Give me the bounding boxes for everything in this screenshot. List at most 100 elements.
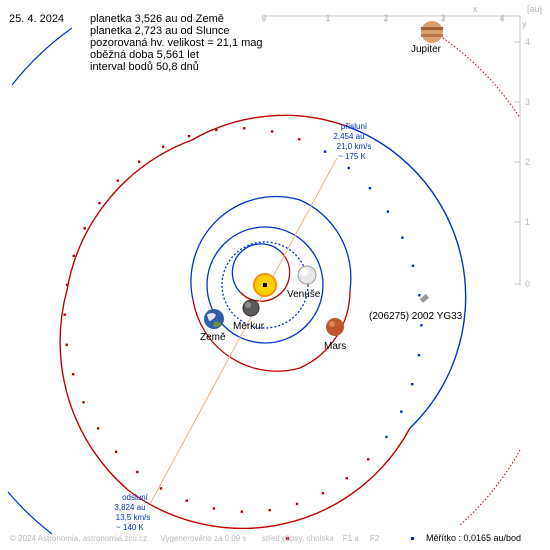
orbit-point xyxy=(268,508,271,512)
orbit-point xyxy=(345,477,348,480)
earth-distance: planetka 3,526 au od Země xyxy=(90,13,224,25)
orbit-point xyxy=(368,187,372,190)
x-tick-0: 0 xyxy=(261,13,266,23)
y-tick-0: 0 xyxy=(525,279,530,289)
orbit-point xyxy=(240,510,243,513)
perihelion-title: přísluní xyxy=(341,122,368,131)
orbit-point xyxy=(417,354,421,357)
orbit-points xyxy=(63,127,423,513)
axes xyxy=(263,15,521,286)
magnitude: pozorovaná hv. velikost = 21,1 mag xyxy=(90,37,263,49)
orbit-point xyxy=(298,138,301,141)
orbit-point xyxy=(65,343,68,346)
y-tick-2: 2 xyxy=(525,157,530,167)
mars-label: Mars xyxy=(324,341,346,352)
orbit-point xyxy=(187,134,191,138)
jupiter-orbit xyxy=(7,27,521,535)
orbit-point xyxy=(161,145,165,148)
orbit-point xyxy=(367,458,370,461)
mercury-label: Merkur xyxy=(233,321,265,332)
orbit-point xyxy=(243,127,246,130)
mars xyxy=(326,318,344,336)
orbit-point xyxy=(215,128,218,132)
footer: © 2024 Astronomia, astronomia.zcu.cz Vyg… xyxy=(10,534,379,543)
center-marker xyxy=(286,537,289,540)
copyright: © 2024 Astronomia, astronomia.zcu.cz xyxy=(10,534,148,543)
earth xyxy=(204,309,224,329)
orbit-point xyxy=(400,410,403,413)
orbit-point xyxy=(411,383,414,386)
point-interval: interval bodů 50,8 dnů xyxy=(90,61,199,73)
jupiter-label: Jupiter xyxy=(411,44,442,55)
x-tick-2: 2 xyxy=(383,13,388,23)
venus xyxy=(297,265,317,285)
orbit-point xyxy=(411,264,415,267)
f2-legend: F2 xyxy=(369,534,380,543)
orbit-point xyxy=(65,283,69,286)
orbit-point xyxy=(385,435,388,439)
orbit-point xyxy=(159,487,163,490)
orbit-point xyxy=(212,507,216,510)
center-legend: střed elipsy, ohniska xyxy=(261,534,334,543)
apsides-line xyxy=(149,157,338,505)
y-tick-3: 3 xyxy=(525,97,530,107)
aphelion-title: odsluní xyxy=(122,493,149,502)
scale-label: Měřítko : 0,0165 au/bod xyxy=(426,533,522,543)
info-panel: planetka 3,526 au od Země planetka 2,723… xyxy=(90,13,263,73)
f1-legend: F1 a xyxy=(342,534,359,543)
orbit-point xyxy=(270,130,274,133)
orbit-point xyxy=(401,236,404,239)
orbit-point xyxy=(98,201,101,205)
generated-time: Vygenerováno za 0,09 s xyxy=(160,534,247,543)
jupiter xyxy=(421,21,443,43)
axis-unit: [au] xyxy=(527,4,542,14)
sun-distance: planetka 2,723 au od Slunce xyxy=(90,25,230,37)
aphelion-temp: ~ 140 K xyxy=(116,523,144,532)
orbit-point xyxy=(82,401,85,404)
aphelion-speed: 13,5 km/s xyxy=(116,513,151,522)
asteroid xyxy=(419,293,429,303)
orbit-point xyxy=(114,450,118,453)
orbit-point xyxy=(63,313,66,316)
earth-label: Země xyxy=(200,332,226,343)
orbit-point xyxy=(420,324,423,327)
venus-label: Venuše xyxy=(287,289,321,300)
perihelion-distance: 2,454 au xyxy=(333,132,364,141)
y-tick-1: 1 xyxy=(525,217,530,227)
date-label: 25. 4. 2024 xyxy=(9,13,65,25)
perihelion-temp: ~ 175 K xyxy=(338,152,366,161)
orbit-point xyxy=(185,499,188,502)
x-tick-4: 4 xyxy=(499,13,504,23)
orbit-point xyxy=(386,210,390,213)
orbit-point xyxy=(72,254,75,257)
x-axis-label: x xyxy=(473,4,478,14)
orbit-point xyxy=(136,470,139,474)
orbit-point xyxy=(83,227,86,230)
orbit-point xyxy=(295,502,299,506)
orbit-point xyxy=(347,166,350,170)
x-tick-3: 3 xyxy=(440,13,445,23)
aphelion-distance: 3,824 au xyxy=(114,503,145,512)
perihelion-speed: 21,0 km/s xyxy=(337,142,372,151)
orbit-point xyxy=(116,179,119,182)
orbit-point xyxy=(323,150,327,153)
mars-orbit xyxy=(190,195,352,301)
mercury xyxy=(242,299,260,317)
y-axis-label: y xyxy=(522,19,527,29)
orbit-point xyxy=(71,373,75,376)
orbit-point xyxy=(96,427,100,430)
orbit-point xyxy=(138,160,141,163)
asteroid-orbit xyxy=(59,114,467,530)
venus-orbit xyxy=(221,241,309,329)
mercury-orbit xyxy=(231,243,283,293)
orbit-point xyxy=(418,294,421,297)
orbital-period: oběžná doba 5,561 let xyxy=(90,49,199,61)
orbit-point xyxy=(321,492,325,495)
sun xyxy=(253,273,277,297)
x-tick-1: 1 xyxy=(325,13,330,23)
earth-orbit xyxy=(206,226,324,344)
focus-marker xyxy=(411,537,414,540)
asteroid-label: (206275) 2002 YG33 xyxy=(369,311,463,322)
y-tick-4: 4 xyxy=(525,37,530,47)
